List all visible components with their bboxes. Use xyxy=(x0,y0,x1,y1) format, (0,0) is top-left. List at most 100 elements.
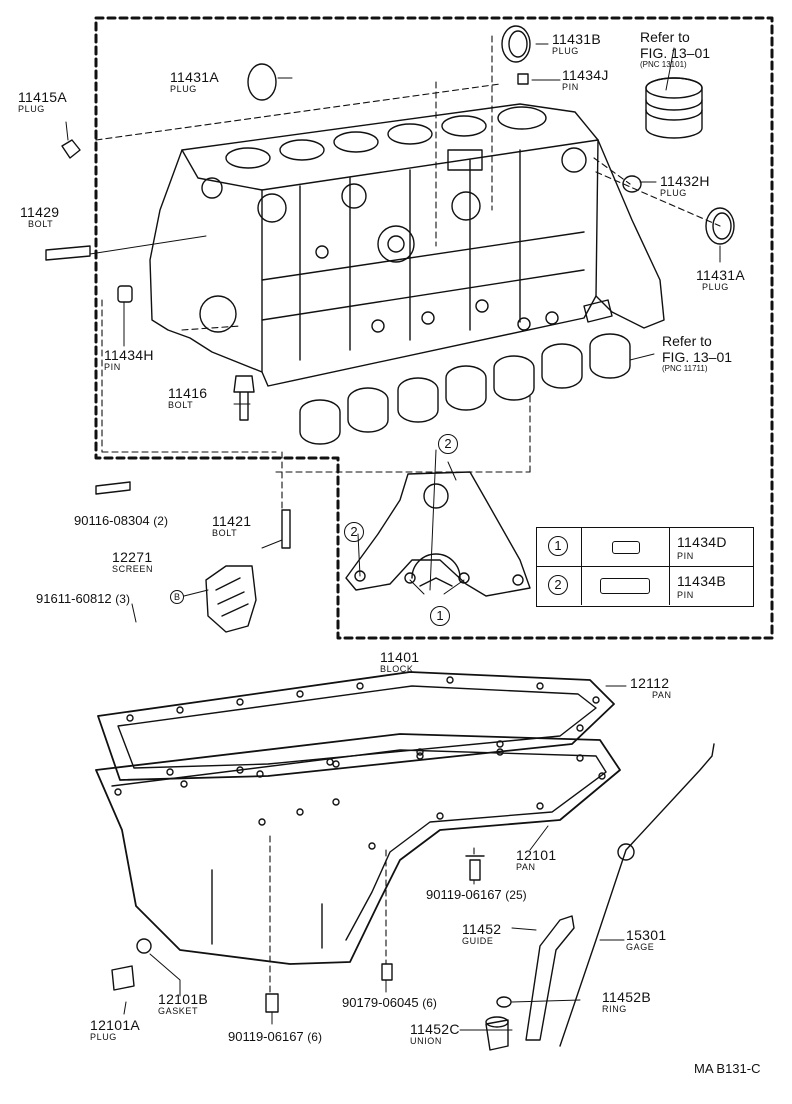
part-qty: (6) xyxy=(422,996,437,1010)
part-number: 11452C xyxy=(410,1021,460,1037)
callout-11431B: 11431B PLUG xyxy=(552,32,601,56)
part-name: UNION xyxy=(410,1036,442,1046)
ref-line2: FIG. 13–01 xyxy=(662,349,733,365)
legend-part: 11434D PIN xyxy=(677,534,727,561)
marker-2-left: 2 xyxy=(344,522,364,542)
callout-11452B: 11452B RING xyxy=(602,990,651,1014)
part-number: 11434J xyxy=(562,67,609,83)
oil-screen-part xyxy=(205,565,257,633)
part-number: 12101 xyxy=(516,847,557,863)
code-90119-06167-25: 90119-06167 (25) xyxy=(426,888,527,901)
ref-line1: Refer to xyxy=(662,333,712,349)
part-name: BOLT xyxy=(168,400,194,410)
pin-long-icon xyxy=(600,578,650,594)
cylinder-block xyxy=(149,103,665,387)
marker-b: B xyxy=(170,590,184,604)
ref-pnc: (PNC 11711) xyxy=(662,364,708,373)
part-name: PLUG xyxy=(552,46,579,56)
part-name: PAN xyxy=(516,862,536,872)
callout-12101B: 12101B GASKET xyxy=(158,992,208,1016)
part-number: 11431A xyxy=(696,267,746,283)
part-name: PLUG xyxy=(18,104,45,114)
part-number: 11401 xyxy=(380,649,420,665)
main-bearing-caps xyxy=(299,333,631,445)
figure-code: MA B131-C xyxy=(694,1061,761,1076)
part-qty: (3) xyxy=(115,592,130,606)
legend-name: PIN xyxy=(677,590,694,600)
part-name: BOLT xyxy=(212,528,238,538)
part-name: PAN xyxy=(652,690,672,700)
rear-retainer-plate xyxy=(345,471,531,597)
part-qty: (25) xyxy=(505,888,527,902)
legend-shape-cell xyxy=(582,567,670,605)
pin-short-icon xyxy=(612,541,640,554)
ref-fig-bearings: Refer to FIG. 13–01 (PNC 11711) xyxy=(662,334,732,373)
part-number: 11431A xyxy=(170,69,220,85)
part-number: 12112 xyxy=(630,675,670,691)
legend-marker-cell: 1 xyxy=(537,528,582,566)
callout-11431A-top: 11431A PLUG xyxy=(170,70,219,94)
callout-12101A: 12101A PLUG xyxy=(90,1018,140,1042)
callout-12101: 12101 PAN xyxy=(516,848,556,872)
callout-11415A: 11415A PLUG xyxy=(18,90,67,114)
pin-legend-table: 1 11434D PIN 2 11434B PIN xyxy=(536,527,754,607)
callout-11431A-right: 11431A PLUG xyxy=(696,268,745,292)
leader-lines xyxy=(65,43,721,1031)
legend-name: PIN xyxy=(677,551,694,561)
part-code: 90179-06045 xyxy=(342,995,419,1010)
legend-row: 2 11434B PIN xyxy=(537,567,753,605)
part-name: BOLT xyxy=(28,219,54,229)
legend-marker: 1 xyxy=(548,536,568,556)
legend-marker-cell: 2 xyxy=(537,567,582,605)
oil-pan-part xyxy=(95,733,621,965)
callout-11416: 11416 BOLT xyxy=(168,386,207,410)
ref-line2: FIG. 13–01 xyxy=(640,45,711,61)
part-name: PLUG xyxy=(170,84,197,94)
callout-11434H: 11434H PIN xyxy=(104,348,154,372)
legend-row: 1 11434D PIN xyxy=(537,528,753,567)
part-code: 90116-08304 xyxy=(74,513,150,528)
callout-11434J: 11434J PIN xyxy=(562,68,609,92)
code-90179-06045: 90179-06045 (6) xyxy=(342,996,437,1009)
code-90119-06167-6: 90119-06167 (6) xyxy=(228,1030,322,1043)
callout-11401: 11401 BLOCK xyxy=(380,650,419,674)
legend-part: 11434B PIN xyxy=(677,573,726,600)
ref-line1: Refer to xyxy=(640,29,690,45)
legend-shape-cell xyxy=(582,528,670,566)
part-code: 90119-06167 xyxy=(228,1029,304,1044)
part-qty: (6) xyxy=(307,1030,322,1044)
part-name: SCREEN xyxy=(112,564,154,574)
part-number: 11432H xyxy=(660,173,710,189)
part-name: PLUG xyxy=(90,1032,117,1042)
code-91611-60812: 91611-60812 (3) xyxy=(36,592,130,605)
part-name: PLUG xyxy=(702,282,729,292)
part-code: 91611-60812 xyxy=(36,591,112,606)
part-number: 11452B xyxy=(602,989,652,1005)
oil-pan-gasket xyxy=(97,671,615,781)
part-number: 11416 xyxy=(168,385,208,401)
callout-11452C: 11452C UNION xyxy=(410,1022,460,1046)
part-qty: (2) xyxy=(153,514,168,528)
part-number: 11431B xyxy=(552,31,602,47)
part-number: 12271 xyxy=(112,549,153,565)
legend-number: 11434B xyxy=(677,573,727,589)
part-number: 11434H xyxy=(104,347,154,363)
part-name: PIN xyxy=(104,362,121,372)
part-number: 15301 xyxy=(626,927,667,943)
callout-11421: 11421 BOLT xyxy=(212,514,251,538)
part-number: 11429 xyxy=(20,204,60,220)
part-number: 12101B xyxy=(158,991,209,1007)
callout-15301: 15301 GAGE xyxy=(626,928,666,952)
callout-12112: 12112 PAN xyxy=(630,676,672,700)
callout-11432H: 11432H PLUG xyxy=(660,174,710,198)
part-number: 11452 xyxy=(462,921,502,937)
part-name: GAGE xyxy=(626,942,655,952)
part-name: GASKET xyxy=(158,1006,199,1016)
block-assembly-boundary xyxy=(94,16,774,640)
callout-12271: 12271 SCREEN xyxy=(112,550,153,574)
ref-fig-piston: Refer to FIG. 13–01 (PNC 13101) xyxy=(640,30,710,69)
part-name: PIN xyxy=(562,82,579,92)
part-number: 12101A xyxy=(90,1017,141,1033)
callout-11429: 11429 BOLT xyxy=(20,205,59,229)
